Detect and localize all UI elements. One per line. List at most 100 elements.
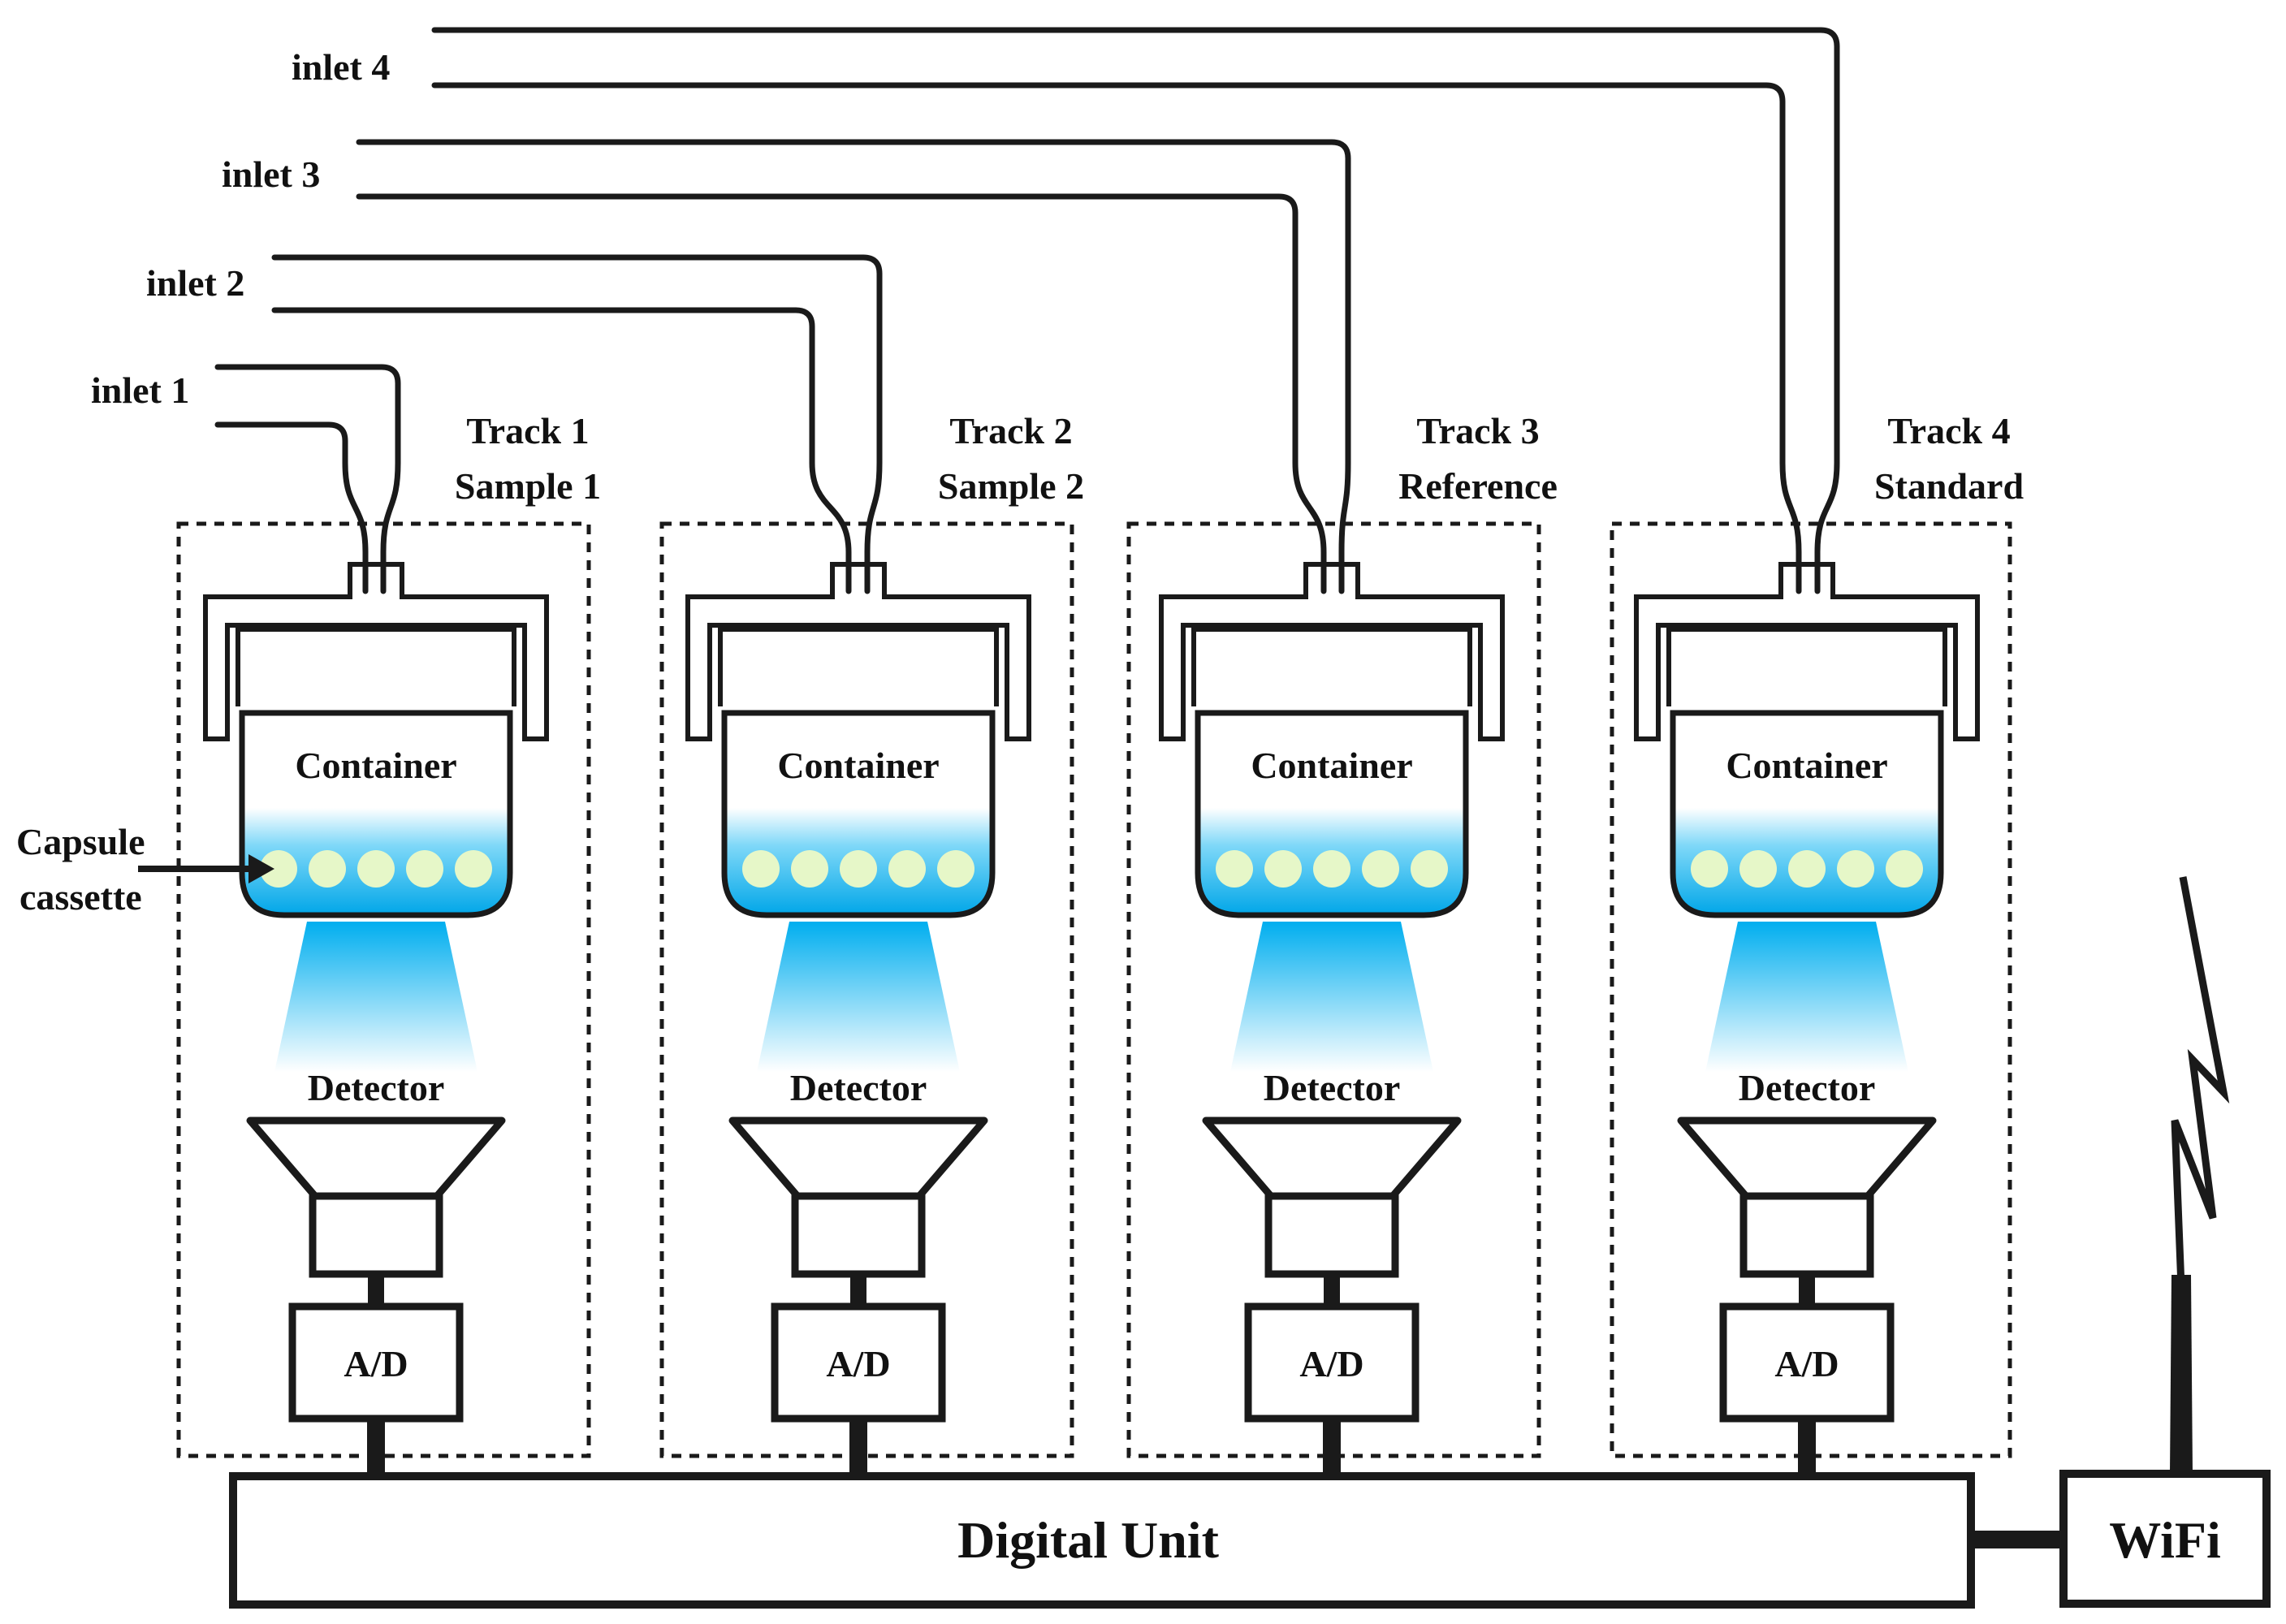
capsule-2 xyxy=(791,850,828,888)
light-beam xyxy=(274,922,478,1072)
antenna-icon xyxy=(2170,876,2230,1474)
capsule-label-line2: cassette xyxy=(19,876,142,918)
wifi-connector xyxy=(1971,1531,2063,1548)
detector-label: Detector xyxy=(308,1067,445,1108)
track-name: Track 4 xyxy=(1887,410,2010,451)
detector-body xyxy=(309,1192,443,1278)
adc-box xyxy=(288,1302,464,1423)
digital-unit-box xyxy=(229,1472,1975,1609)
capsule-1 xyxy=(1691,850,1728,888)
track-name: Track 3 xyxy=(1416,410,1539,451)
detector-connector xyxy=(368,1274,384,1307)
wifi-box xyxy=(2059,1470,2271,1608)
track-frame xyxy=(1126,521,1541,1458)
wifi-label: WiFi xyxy=(2109,1511,2221,1569)
inlet-line-1a xyxy=(214,421,369,594)
track-frame xyxy=(659,521,1074,1458)
light-beam xyxy=(1230,922,1433,1072)
capsule-label-line1: Capsule xyxy=(16,821,145,862)
capsule-5 xyxy=(937,850,974,888)
adc-label: A/D xyxy=(344,1343,408,1384)
adc-label: A/D xyxy=(1774,1343,1839,1384)
adc-connector xyxy=(1798,1419,1816,1478)
detector-funnel-icon xyxy=(1202,1116,1462,1200)
capsule-2 xyxy=(309,850,346,888)
container-lid-outer xyxy=(685,562,1031,741)
capsule-3 xyxy=(1313,850,1350,888)
container-body xyxy=(239,710,513,918)
inlet-line-4b xyxy=(431,27,1840,594)
track-role: Sample 2 xyxy=(938,465,1084,507)
inlet-label-4: inlet 4 xyxy=(292,46,390,88)
light-beam xyxy=(1705,922,1908,1072)
container-body xyxy=(1670,710,1944,918)
capsule-4 xyxy=(888,850,926,888)
inlet-line-2b xyxy=(271,254,883,594)
detector-body xyxy=(1739,1192,1874,1278)
track-name: Track 2 xyxy=(949,410,1072,451)
container-lid-outer xyxy=(1159,562,1505,741)
detector-connector xyxy=(1799,1274,1815,1307)
container-label: Container xyxy=(1726,745,1887,786)
adc-connector xyxy=(1323,1419,1341,1478)
track-role: Standard xyxy=(1874,465,2024,507)
container-lid-outer xyxy=(203,562,549,741)
track-frame xyxy=(1610,521,2012,1458)
inlet-line-3a xyxy=(356,193,1327,594)
track-frame xyxy=(176,521,591,1458)
capsule-5 xyxy=(1411,850,1448,888)
inlet-line-1b xyxy=(214,364,401,594)
capsule-1 xyxy=(1216,850,1253,888)
detector-body xyxy=(1264,1192,1399,1278)
detector-connector xyxy=(850,1274,866,1307)
detector-body xyxy=(791,1192,926,1278)
detector-connector xyxy=(1324,1274,1340,1307)
adc-connector xyxy=(849,1419,867,1478)
container-lid-outer xyxy=(1634,562,1980,741)
capsule-3 xyxy=(357,850,395,888)
detector-funnel-icon xyxy=(728,1116,988,1200)
inlet-label-3: inlet 3 xyxy=(222,153,320,195)
track-name: Track 1 xyxy=(466,410,589,451)
detector-label: Detector xyxy=(1739,1067,1876,1108)
capsule-3 xyxy=(1788,850,1826,888)
inlet-label-1: inlet 1 xyxy=(91,369,189,411)
container-lid-inner xyxy=(1191,627,1472,706)
adc-label: A/D xyxy=(826,1343,890,1384)
container-label: Container xyxy=(295,745,456,786)
capsule-3 xyxy=(840,850,877,888)
light-beam xyxy=(757,922,960,1072)
track-role: Sample 1 xyxy=(455,465,601,507)
container-lid-inner xyxy=(718,627,999,706)
adc-connector xyxy=(367,1419,385,1478)
container-lid-inner xyxy=(1666,627,1947,706)
container-body xyxy=(721,710,996,918)
capsule-1 xyxy=(742,850,780,888)
inlet-line-4a xyxy=(431,82,1802,594)
capsule-arrow xyxy=(138,854,274,883)
container-body xyxy=(1195,710,1469,918)
inlet-lines xyxy=(214,27,1840,594)
inlet-label-2: inlet 2 xyxy=(146,262,244,304)
capsule-5 xyxy=(455,850,492,888)
detector-funnel-icon xyxy=(246,1116,506,1200)
detector-label: Detector xyxy=(790,1067,927,1108)
capsule-4 xyxy=(1837,850,1874,888)
detector-label: Detector xyxy=(1264,1067,1401,1108)
track-role: Reference xyxy=(1398,465,1558,507)
adc-label: A/D xyxy=(1299,1343,1363,1384)
capsule-5 xyxy=(1886,850,1923,888)
container-label: Container xyxy=(1251,745,1412,786)
adc-box xyxy=(1244,1302,1420,1423)
capsule-2 xyxy=(1739,850,1777,888)
capsule-4 xyxy=(406,850,443,888)
capsule-1 xyxy=(260,850,297,888)
detector-funnel-icon xyxy=(1677,1116,1937,1200)
inlet-line-3b xyxy=(356,139,1351,594)
